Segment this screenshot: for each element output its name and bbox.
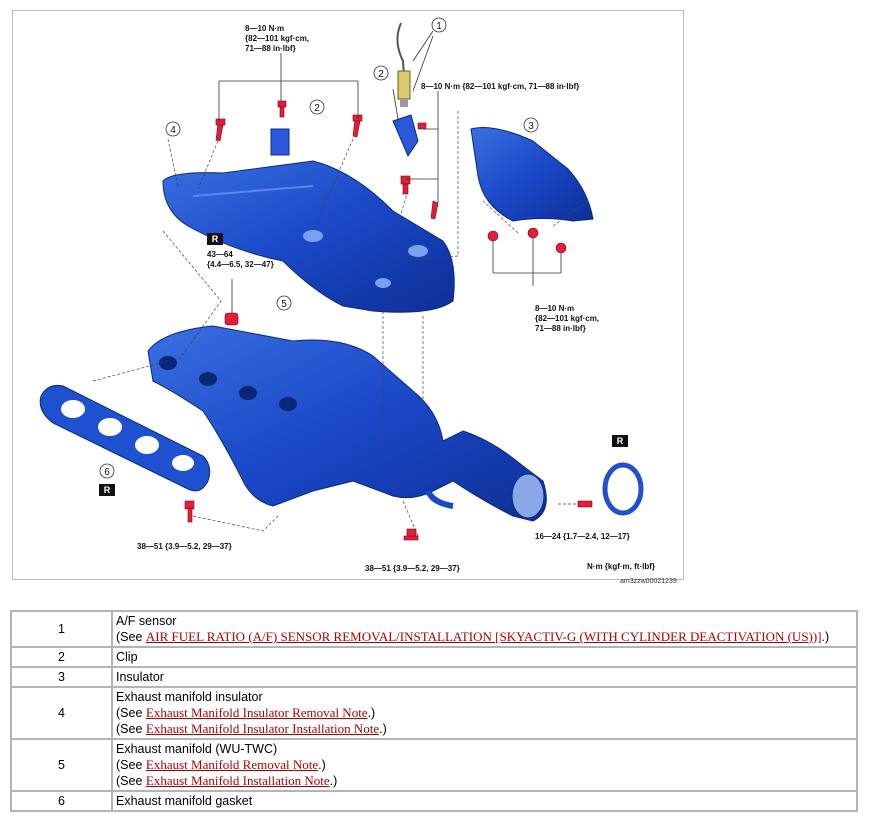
reference-suffix: .) [821,630,830,644]
insulator-shape [470,127,594,222]
manifold-insulator-shape [162,160,455,313]
reference-line: (See AIR FUEL RATIO (A/F) SENSOR REMOVAL… [116,629,853,645]
callout-circles [99,17,539,479]
reference-suffix: .) [318,758,326,772]
reference-line: (See Exhaust Manifold Insulator Removal … [116,705,853,721]
dashed-guides [92,111,589,537]
part-description: Exhaust manifold insulator(See Exhaust M… [111,686,858,740]
torque-label: 8—10 N·m [245,24,284,33]
callout-2a: 2 [378,69,384,80]
part-number: 5 [10,738,113,792]
reference-line: (See Exhaust Manifold Removal Note.) [116,757,853,773]
part-name: Clip [116,650,138,664]
callout-6: 6 [104,467,110,478]
torque-label: 38—51 {3.9—5.2, 29—37} [365,564,460,573]
part-description: Clip [111,646,858,668]
callout-3: 3 [528,121,534,132]
reference-suffix: .) [329,774,338,788]
reference-suffix: .) [379,722,387,736]
part-description: A/F sensor(See AIR FUEL RATIO (A/F) SENS… [111,610,858,648]
replace-badge [99,484,115,496]
part-description: Exhaust manifold gasket [111,790,858,812]
reference-link[interactable]: Exhaust Manifold Removal Note [145,757,319,772]
torque-label: {82—101 kgf·cm, [535,314,599,323]
reference-link[interactable]: AIR FUEL RATIO (A/F) SENSOR REMOVAL/INST… [145,629,822,644]
reference-link[interactable]: Exhaust Manifold Installation Note [145,773,330,788]
part-number: 2 [10,646,113,668]
reference-prefix: (See [116,706,146,720]
torque-label: 16—24 {1.7—2.4, 12—17} [535,532,630,541]
reference-prefix: (See [116,722,146,736]
torque-label: {4.4—6.5, 32—47} [207,260,274,269]
exhaust-manifold-shape [147,325,547,522]
leader-lines [218,30,562,313]
clip-shape [270,128,290,156]
part-name: A/F sensor [116,614,177,628]
part-name: Exhaust manifold gasket [116,794,253,808]
torque-label: 8—10 N·m [535,304,574,313]
reference-link[interactable]: Exhaust Manifold Insulator Installation … [145,721,380,736]
reference-suffix: .) [367,706,376,720]
torque-label: 71—88 in·lbf} [535,324,586,333]
reference-link[interactable]: Exhaust Manifold Insulator Removal Note [145,705,368,720]
reference-prefix: (See [116,774,146,788]
replace-badge-label: R [212,234,219,244]
torque-units-label: N·m {kgf·m, ft·lbf} [587,562,655,571]
replace-badge [612,435,628,447]
reference-line: (See Exhaust Manifold Insulator Installa… [116,721,853,737]
callout-1: 1 [436,21,442,32]
clip-bracket-shape [392,114,419,158]
manifold-gasket-shape [39,385,211,492]
part-name: Insulator [116,670,164,684]
part-name: Exhaust manifold insulator [116,690,263,704]
af-sensor-shape [396,22,411,107]
part-name: Exhaust manifold (WU-TWC) [116,742,278,756]
callout-5: 5 [281,299,287,310]
replace-badge [207,233,223,245]
part-description: Exhaust manifold (WU-TWC)(See Exhaust Ma… [111,738,858,792]
exhaust-ring-gasket-shape [602,462,644,516]
bolts [184,100,593,541]
part-number: 3 [10,666,113,688]
reference-prefix: (See [116,630,146,644]
torque-label: 43—64 [207,250,233,259]
part-description: Insulator [111,666,858,688]
torque-label: 38—51 {3.9—5.2, 29—37} [137,542,232,551]
part-number: 1 [10,610,113,648]
replace-badge-label: R [617,436,624,446]
callout-4: 4 [170,125,176,136]
reference-prefix: (See [116,758,146,772]
exploded-diagram: 1 2 2 3 4 5 6 R R R 8—10 N·m {82—101 kgf… [12,10,684,580]
reference-line: (See Exhaust Manifold Installation Note.… [116,773,853,789]
replace-badge-label: R [104,485,111,495]
figure-code: am3zzw00021239 [620,578,677,585]
part-number: 6 [10,790,113,812]
callout-2b: 2 [314,103,320,114]
part-number: 4 [10,686,113,740]
torque-label: 8—10 N·m {82—101 kgf·cm, 71—88 in·lbf} [421,82,579,91]
torque-label: 71—88 in·lbf} [245,44,296,53]
torque-label: {82—101 kgf·cm, [245,34,309,43]
